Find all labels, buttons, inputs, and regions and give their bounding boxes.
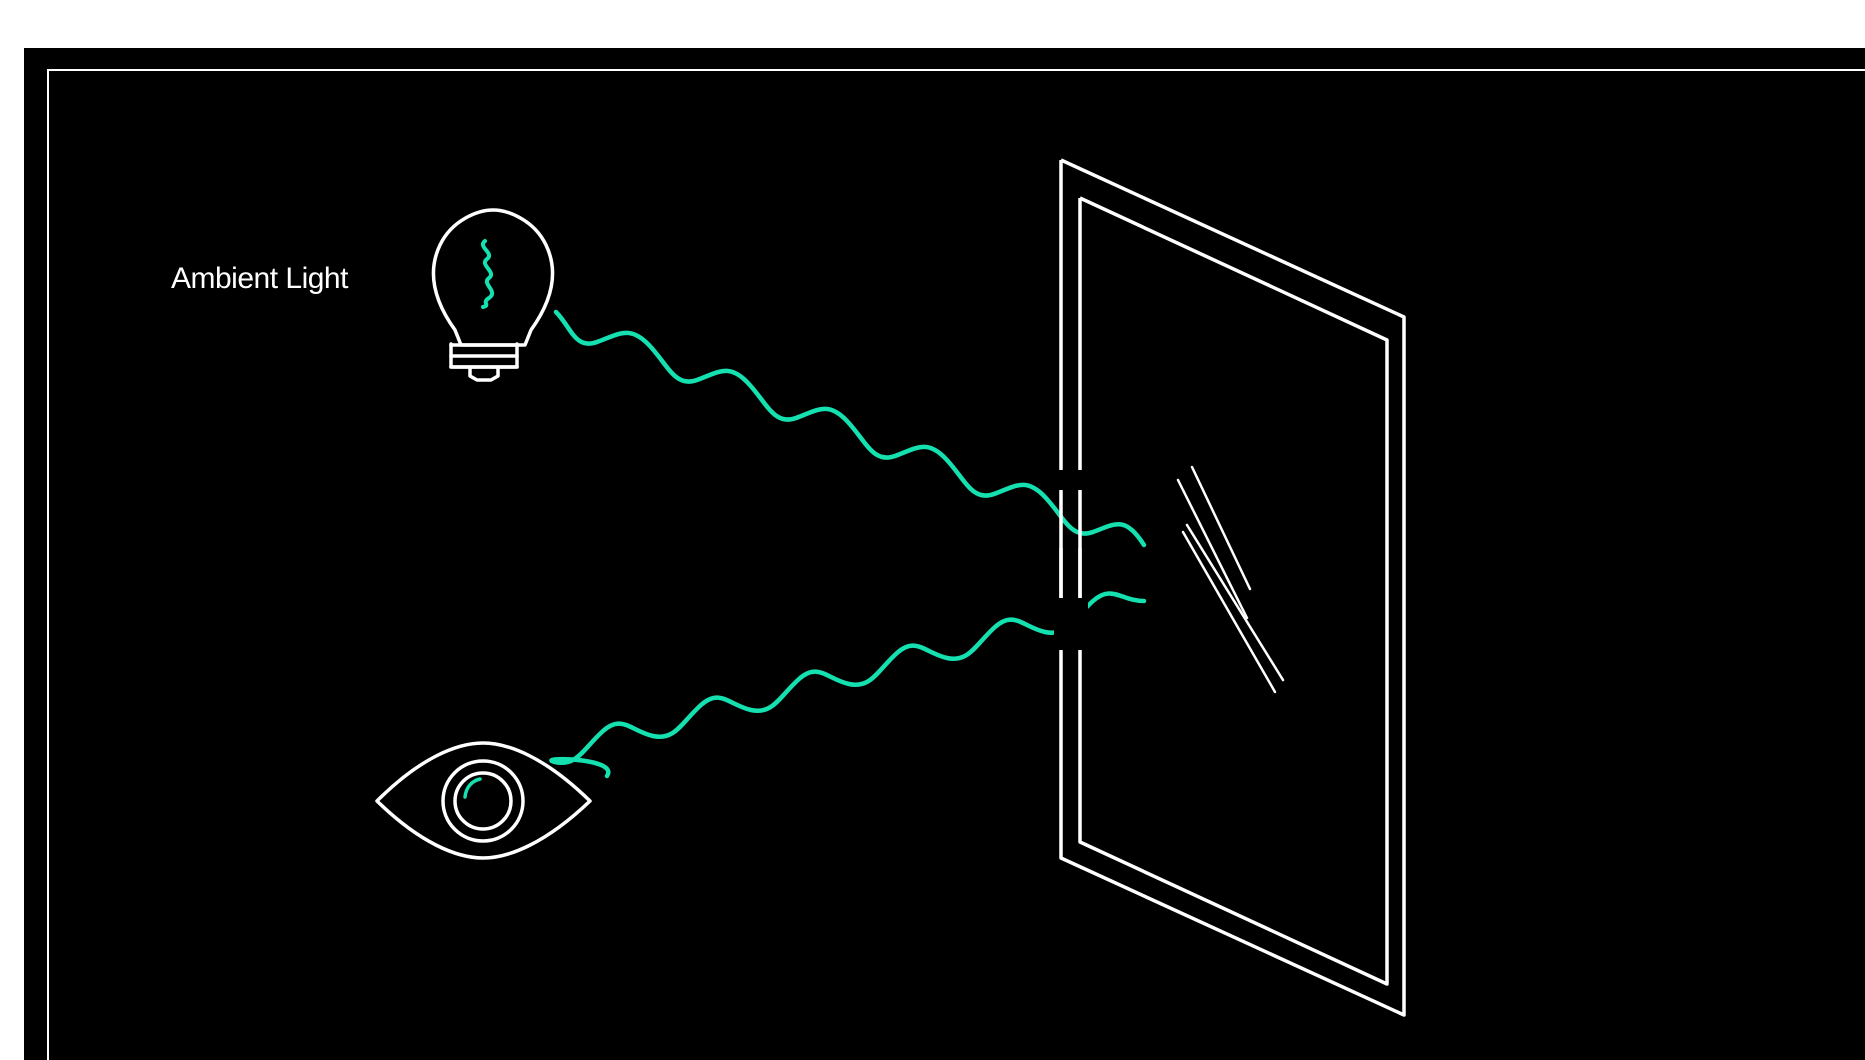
bulb-filament	[483, 241, 492, 307]
screen-gap-upper	[1054, 470, 1088, 490]
ambient-light-wave	[556, 312, 1144, 545]
screen-gap-lower	[1054, 598, 1088, 650]
ambient-light-label: Ambient Light	[171, 262, 348, 296]
glass-reflection	[1178, 467, 1283, 692]
eye-pupil-highlight	[465, 779, 480, 797]
diagram-frame	[48, 70, 1865, 1060]
